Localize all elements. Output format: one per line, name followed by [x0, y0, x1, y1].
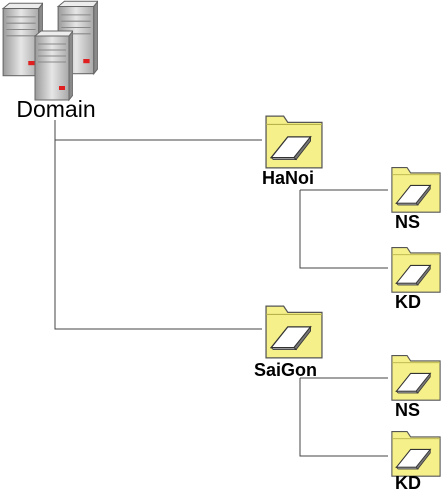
connector-root-hanoi — [54, 120, 262, 141]
folder-icon-saigon-kd — [391, 431, 441, 477]
folder-icon-saigon — [265, 305, 323, 359]
server-cluster-icon — [2, 0, 98, 101]
leaf-label-saigon-ns: NS — [395, 400, 421, 420]
folder-icon-hanoi-kd — [391, 247, 441, 293]
ou-label-hanoi: HaNoi — [262, 168, 315, 188]
ou-label-saigon: SaiGon — [254, 360, 318, 380]
folder-icon-hanoi-ns — [391, 167, 441, 213]
folder-icon-hanoi — [265, 115, 323, 169]
connector-saigon-kd — [299, 378, 388, 457]
leaf-label-hanoi-ns: NS — [395, 212, 421, 232]
folder-icon-saigon-ns — [391, 355, 441, 401]
connector-lines — [54, 120, 388, 457]
leaf-label-saigon-kd: KD — [395, 473, 421, 493]
root-label: Domain — [16, 96, 96, 122]
connector-hanoi-kd — [299, 190, 388, 269]
leaf-label-hanoi-kd: KD — [395, 292, 421, 312]
connector-root-saigon — [54, 120, 262, 330]
